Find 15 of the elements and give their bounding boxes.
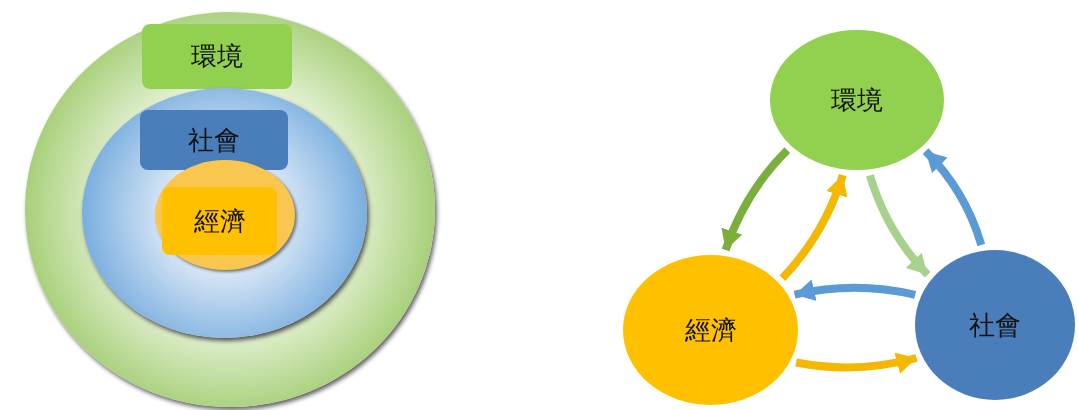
arrow: [779, 173, 847, 281]
arrow: [793, 279, 917, 302]
label-box: [140, 110, 288, 170]
node-label: 社會: [188, 123, 240, 157]
arrow: [866, 174, 931, 278]
label-box: [162, 187, 277, 255]
label-box: [142, 24, 292, 89]
arrow: [721, 147, 791, 252]
node-label: 經濟: [684, 313, 737, 347]
arrow: [795, 352, 918, 374]
node-label: 環境: [831, 83, 883, 117]
node-label: 經濟: [193, 204, 246, 238]
node-label: 社會: [969, 308, 1021, 342]
arrow: [922, 148, 986, 247]
node-label: 環境: [191, 40, 243, 73]
